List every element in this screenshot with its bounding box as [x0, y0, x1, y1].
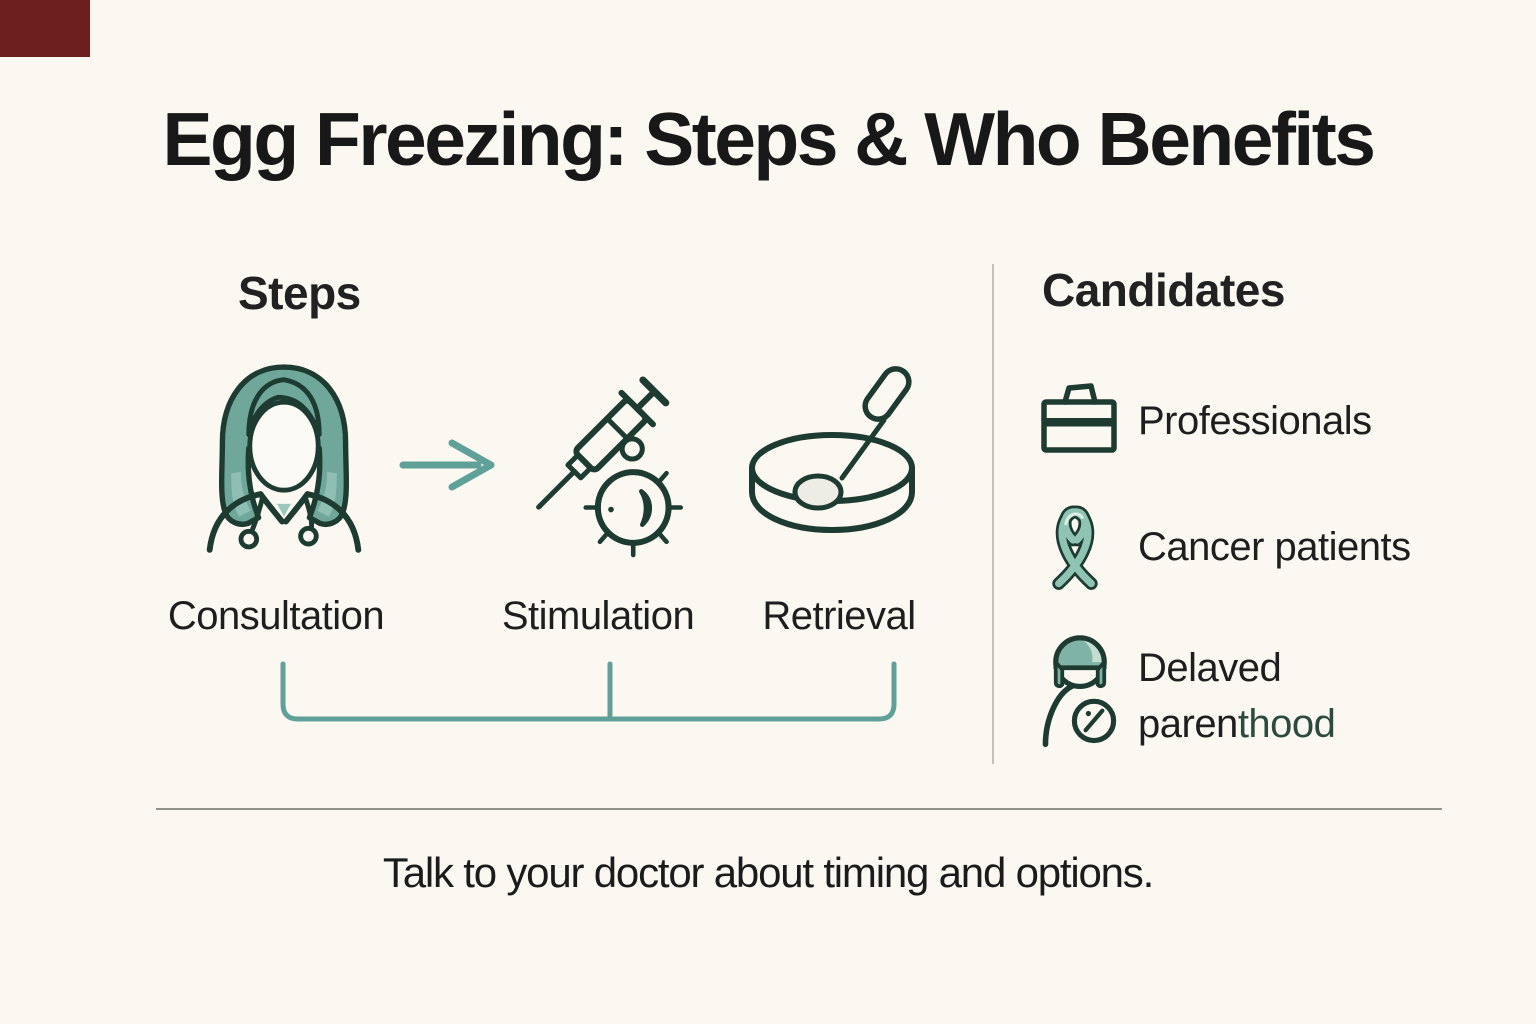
steps-bracket: [280, 661, 897, 722]
briefcase-icon: [1041, 383, 1117, 453]
footer-note: Talk to your doctor about timing and opt…: [382, 849, 1154, 896]
corner-red-block: [0, 0, 90, 57]
doctor-icon: [206, 364, 362, 553]
step-label-stimulation: Stimulation: [501, 594, 695, 638]
delayed-line2: parenthood: [1138, 696, 1336, 752]
candidate-label-delayed-parenthood: Delaved parenthood: [1138, 640, 1336, 752]
footer-divider: [156, 808, 1442, 810]
candidate-label-professionals: Professionals: [1138, 399, 1372, 443]
petri-dish-icon: [749, 366, 915, 533]
flow-arrow-icon: [399, 439, 495, 491]
steps-section-heading: Steps: [238, 267, 361, 319]
candidates-section-heading: Candidates: [1042, 264, 1285, 316]
step-label-retrieval: Retrieval: [762, 594, 916, 638]
awareness-ribbon-icon: [1052, 505, 1098, 590]
candidate-label-cancer-patients: Cancer patients: [1138, 525, 1411, 569]
syringe-egg-icon: [536, 376, 683, 558]
person-clock-icon: [1042, 635, 1117, 748]
delayed-line1: Delaved: [1138, 646, 1282, 690]
delayed-line2-dark: paren: [1138, 702, 1238, 746]
step-label-consultation: Consultation: [167, 594, 385, 638]
vertical-divider: [992, 264, 994, 764]
page-title: Egg Freezing: Steps & Who Benefits: [162, 97, 1376, 181]
delayed-line2-green: thood: [1237, 702, 1336, 746]
